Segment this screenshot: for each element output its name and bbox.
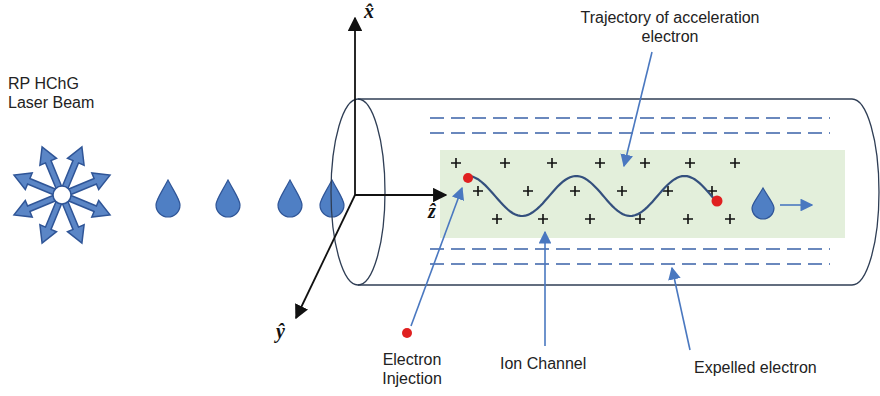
axis-label: ẑ — [428, 202, 436, 221]
axis-label: x̂ — [364, 2, 374, 21]
beam-label: RP HChG Laser Beam — [8, 74, 108, 112]
axis-label: ŷ — [276, 322, 285, 341]
laser-pulse — [752, 188, 774, 219]
channel-label: Ion Channel — [500, 354, 586, 373]
ion-charges — [451, 158, 740, 224]
injection-label: Electron Injection — [362, 350, 462, 388]
axes — [296, 18, 446, 318]
laser-beam-icon — [14, 147, 110, 243]
laser-pulses — [156, 180, 344, 217]
electron-dot — [712, 196, 723, 207]
electron-trajectory — [468, 176, 717, 216]
ion-channel-band — [440, 150, 845, 238]
injected-electron — [402, 328, 412, 338]
trajectory-label: Trajectory of acceleration electron — [580, 8, 760, 46]
expelled-label: Expelled electron — [694, 358, 817, 377]
electron-dot — [463, 173, 473, 183]
plasma-cylinder — [331, 99, 879, 285]
leader-lines — [411, 52, 690, 350]
propagation-arrow — [780, 204, 812, 206]
